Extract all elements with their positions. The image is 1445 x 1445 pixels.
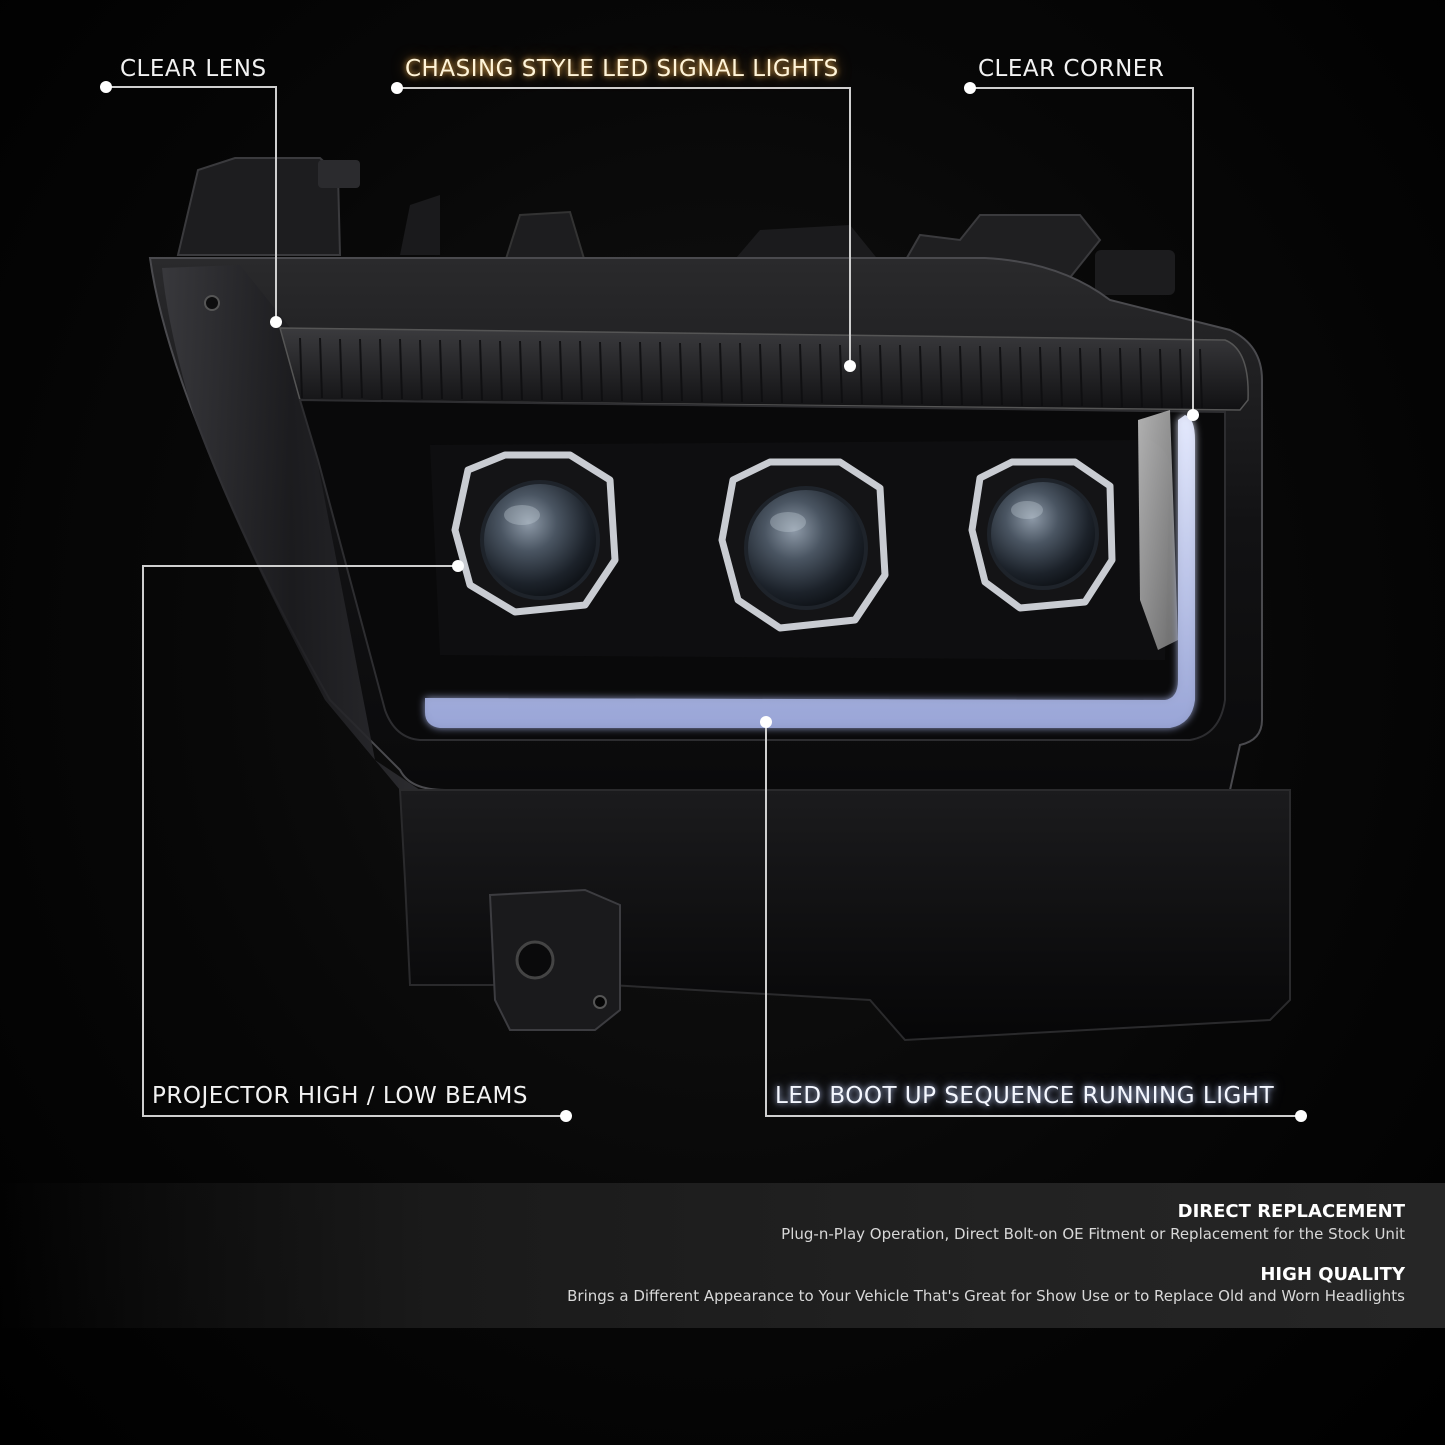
callout-clear-lens: CLEAR LENS	[120, 56, 267, 82]
projector-lens-3	[968, 458, 1116, 612]
callout-boot-up-light: LED BOOT UP SEQUENCE RUNNING LIGHT	[775, 1083, 1275, 1109]
callout-dots	[100, 81, 1307, 1122]
callout-clear-corner: CLEAR CORNER	[978, 56, 1165, 82]
projector-lens-1	[451, 451, 619, 616]
feature-desc-direct-replacement: Plug-n-Play Operation, Direct Bolt-on OE…	[781, 1225, 1405, 1243]
lower-housing	[398, 789, 1291, 1042]
callout-lines	[106, 86, 1301, 1117]
feature-desc-high-quality: Brings a Different Appearance to Your Ve…	[567, 1287, 1405, 1305]
feature-title-direct-replacement: DIRECT REPLACEMENT	[1177, 1201, 1405, 1222]
feature-info-bar: DIRECT REPLACEMENT Plug-n-Play Operation…	[0, 1183, 1445, 1328]
signal-light-strip	[279, 327, 1249, 411]
clear-corner-reflector	[1138, 410, 1178, 650]
projector-lens-2	[718, 458, 889, 632]
feature-title-high-quality: HIGH QUALITY	[1260, 1264, 1405, 1285]
callout-projector-beams: PROJECTOR HIGH / LOW BEAMS	[152, 1083, 528, 1109]
callout-chasing-signal: CHASING STYLE LED SIGNAL LIGHTS	[405, 56, 839, 82]
